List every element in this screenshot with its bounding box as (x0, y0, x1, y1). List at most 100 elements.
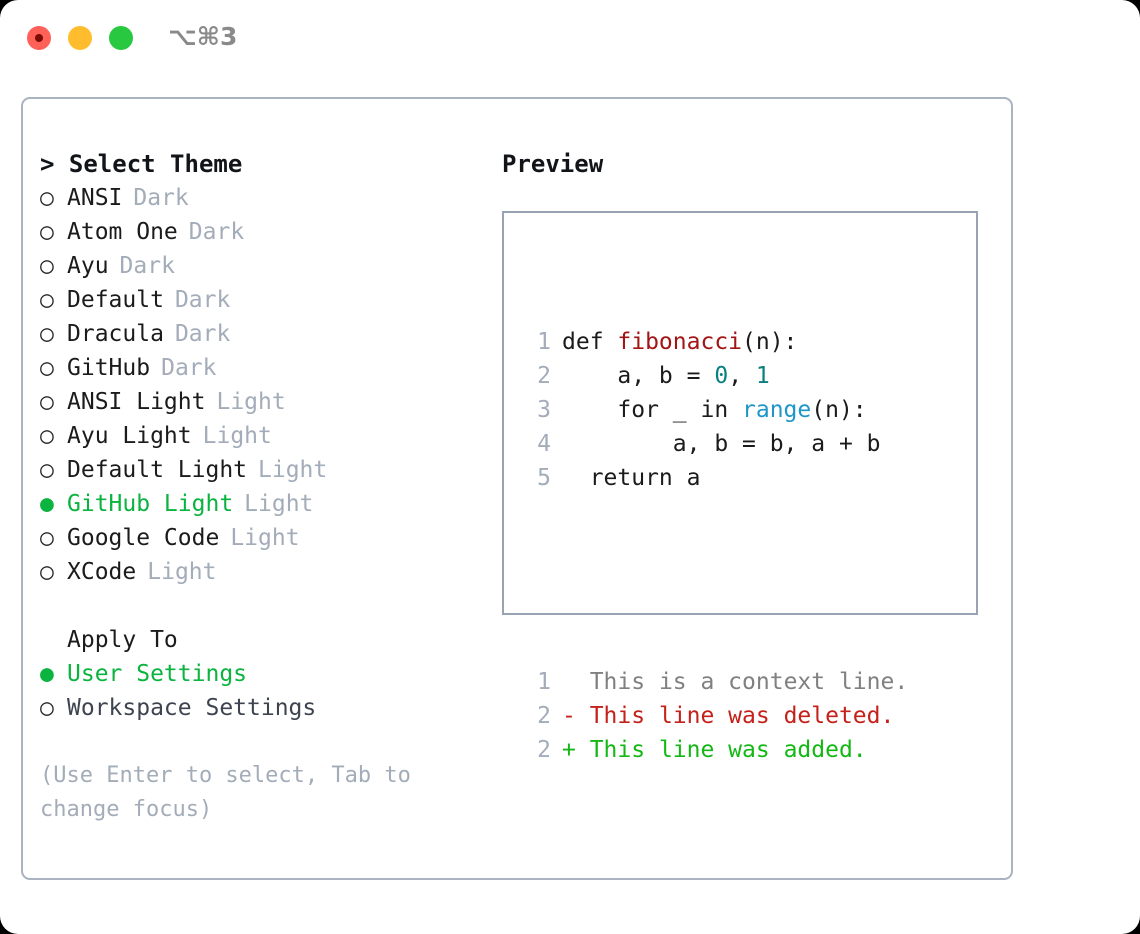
diff-line-number: 2 (537, 703, 551, 729)
theme-option-tag: Dark (188, 219, 245, 245)
code-token-plain: (n): (811, 397, 867, 423)
theme-option-tag: Dark (119, 253, 175, 279)
theme-option-label: Atom One (67, 219, 178, 245)
apply-to-option[interactable]: ○ Workspace Settings (40, 691, 490, 725)
code-diff-separator (521, 563, 908, 597)
apply-to-option-label: User Settings (67, 661, 248, 687)
code-line-number: 5 (537, 465, 551, 491)
radio-empty-icon[interactable]: ○ (40, 321, 54, 347)
apply-to-title: Apply To (67, 627, 178, 653)
code-line: 3 for _ in range(n): (521, 393, 908, 427)
radio-selected-icon[interactable]: ● (40, 661, 54, 687)
diff-sample: 1 This is a context line. 2- This line wa… (521, 665, 908, 767)
radio-selected-icon[interactable]: ● (40, 491, 54, 517)
radio-empty-icon[interactable]: ○ (40, 457, 54, 483)
maximize-button[interactable] (109, 26, 133, 50)
apply-to-list[interactable]: ● User Settings ○ Workspace Settings (40, 657, 490, 725)
radio-empty-icon[interactable]: ○ (40, 525, 54, 551)
apply-to-header: Apply To (40, 623, 490, 657)
theme-option-tag: Light (216, 389, 286, 415)
theme-option-tag: Dark (161, 355, 217, 381)
code-token-kw: range (742, 397, 812, 423)
radio-empty-icon[interactable]: ○ (40, 185, 54, 211)
diff-line-text: This line was added. (589, 737, 867, 763)
theme-option-label: XCode (67, 559, 137, 585)
theme-option[interactable]: ○ ANSI Light Light (40, 385, 490, 419)
minimize-button[interactable] (68, 26, 92, 50)
theme-option[interactable]: ● GitHub Light Light (40, 487, 490, 521)
diff-line-number: 1 (537, 669, 551, 695)
list-spacer (40, 589, 490, 623)
theme-option[interactable]: ○ GitHub Dark (40, 351, 490, 385)
radio-empty-icon[interactable]: ○ (40, 695, 54, 721)
theme-option-label: Ayu Light (67, 423, 192, 449)
diff-marker-ctx (562, 665, 590, 699)
apply-to-marker-placeholder (40, 623, 67, 657)
code-line: 5 return a (521, 461, 908, 495)
radio-empty-icon[interactable]: ○ (40, 253, 54, 279)
theme-option-tag: Light (244, 491, 314, 517)
theme-option[interactable]: ○ Atom One Dark (40, 215, 490, 249)
code-token-plain: (n): (742, 329, 798, 355)
preview-header: Preview (502, 150, 604, 178)
code-line-number: 2 (537, 363, 551, 389)
traffic-lights (27, 26, 133, 50)
radio-empty-icon[interactable]: ○ (40, 355, 54, 381)
radio-empty-icon[interactable]: ○ (40, 389, 54, 415)
code-line-number: 4 (537, 431, 551, 457)
theme-option-label: ANSI Light (67, 389, 206, 415)
close-button[interactable] (27, 26, 51, 50)
theme-option-tag: Light (230, 525, 300, 551)
theme-option-label: Google Code (67, 525, 220, 551)
keyboard-shortcut-label: ⌥⌘3 (168, 22, 238, 51)
diff-line: 2- This line was deleted. (521, 699, 908, 733)
diff-line-text: This is a context line. (589, 669, 909, 695)
code-token-plain: def (562, 329, 618, 355)
radio-empty-icon[interactable]: ○ (40, 287, 54, 313)
select-theme-header: > Select Theme (40, 150, 243, 178)
radio-empty-icon[interactable]: ○ (40, 559, 54, 585)
theme-option-label: Default (67, 287, 164, 313)
code-line: 4 a, b = b, a + b (521, 427, 908, 461)
code-token-plain: return a (562, 465, 701, 491)
diff-marker-del: - (562, 703, 590, 729)
code-token-plain: , (728, 363, 756, 389)
theme-option-label: Default Light (67, 457, 248, 483)
code-line-number: 1 (537, 329, 551, 355)
code-token-plain: a, b = b, a + b (562, 431, 881, 457)
keyboard-hint: (Use Enter to select, Tab to change focu… (40, 763, 425, 822)
apply-to-option[interactable]: ● User Settings (40, 657, 490, 691)
apply-to-option-label: Workspace Settings (67, 695, 317, 721)
code-token-num: 0 (714, 363, 729, 389)
title-bar: ⌥⌘3 (0, 0, 1140, 78)
code-line: 2 a, b = 0, 1 (521, 359, 908, 393)
theme-option-tag: Light (147, 559, 217, 585)
theme-option-tag: Light (202, 423, 272, 449)
theme-option-label: GitHub Light (67, 491, 234, 517)
theme-option-tag: Dark (174, 321, 231, 347)
code-token-plain: a, b = (562, 363, 715, 389)
radio-empty-icon[interactable]: ○ (40, 423, 54, 449)
theme-option-label: GitHub (67, 355, 151, 381)
diff-marker-add: + (562, 737, 590, 763)
theme-option-tag: Light (258, 457, 328, 483)
theme-option[interactable]: ○ Default Light Light (40, 453, 490, 487)
theme-option[interactable]: ○ XCode Light (40, 555, 490, 589)
diff-line: 2 + This line was added. (521, 733, 908, 767)
code-token-plain: for _ in (562, 397, 743, 423)
theme-option[interactable]: ○ Ayu Light Light (40, 419, 490, 453)
theme-option[interactable]: ○ Google Code Light (40, 521, 490, 555)
radio-empty-icon[interactable]: ○ (40, 219, 54, 245)
code-line-number: 3 (537, 397, 551, 423)
code-token-fn: fibonacci (617, 329, 743, 355)
diff-line-number: 2 (537, 737, 551, 763)
